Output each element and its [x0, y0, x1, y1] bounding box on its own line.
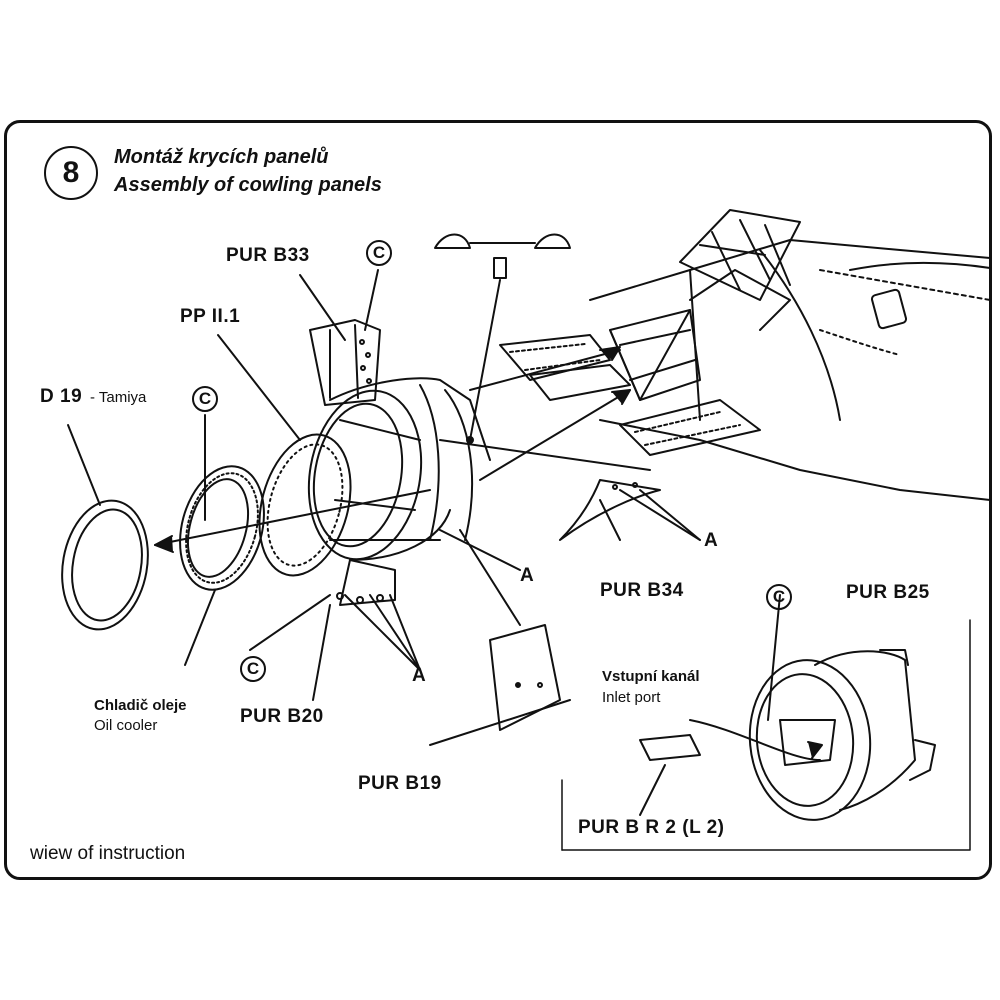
label-pur-b34: PUR B34 [600, 580, 684, 601]
footer-caption: wiew of instruction [30, 843, 186, 864]
engine-mount-frame [609, 309, 701, 401]
a-marker-middle: A [520, 565, 535, 586]
label-pp-ii1: PP II.1 [180, 306, 241, 327]
label-d19: D 19 [40, 386, 83, 407]
pp-ii1-ring [258, 433, 352, 577]
label-pur-br2: PUR B R 2 (L 2) [578, 817, 725, 838]
pur-b20-panel [336, 559, 396, 606]
label-d19-source: - Tamiya [90, 389, 147, 406]
fuselage-drawing [589, 239, 991, 501]
label-pur-b20: PUR B20 [240, 706, 324, 727]
inset-inlet-detail [561, 594, 971, 851]
wing-panels [499, 334, 761, 456]
pur-b33-panel [309, 319, 381, 406]
label-oil-cooler-en: Oil cooler [94, 717, 158, 734]
step-number-badge: 8 [44, 146, 98, 200]
pur-b19-panel [489, 624, 561, 731]
label-pur-b25: PUR B25 [846, 582, 930, 603]
a-marker-lower: A [412, 665, 427, 686]
pur-b34-panel [559, 479, 661, 541]
label-pur-b33: PUR B33 [226, 245, 310, 266]
title-czech: Montáž krycích panelů [114, 146, 329, 168]
c-marker-cooler: C [192, 386, 218, 412]
label-inlet-cz: Vstupní kanál [602, 668, 700, 685]
assembly-axis-arrow [154, 489, 431, 553]
main-cowling [307, 377, 491, 561]
c-marker-top: C [366, 240, 392, 266]
fuselage-pointers [439, 346, 651, 481]
c-marker-bottom: C [240, 656, 266, 682]
title-english: Assembly of cowling panels [114, 174, 382, 196]
oil-cooler-ring [179, 465, 265, 591]
a-marker-right: A [704, 530, 719, 551]
top-detail-part [434, 233, 571, 444]
label-oil-cooler-cz: Chladič oleje [94, 697, 187, 714]
label-inlet-en: Inlet port [602, 689, 661, 706]
canopy-drawing [679, 209, 801, 331]
label-pur-b19: PUR B19 [358, 773, 442, 794]
c-marker-inset: C [766, 584, 792, 610]
d19-ring [61, 499, 149, 631]
